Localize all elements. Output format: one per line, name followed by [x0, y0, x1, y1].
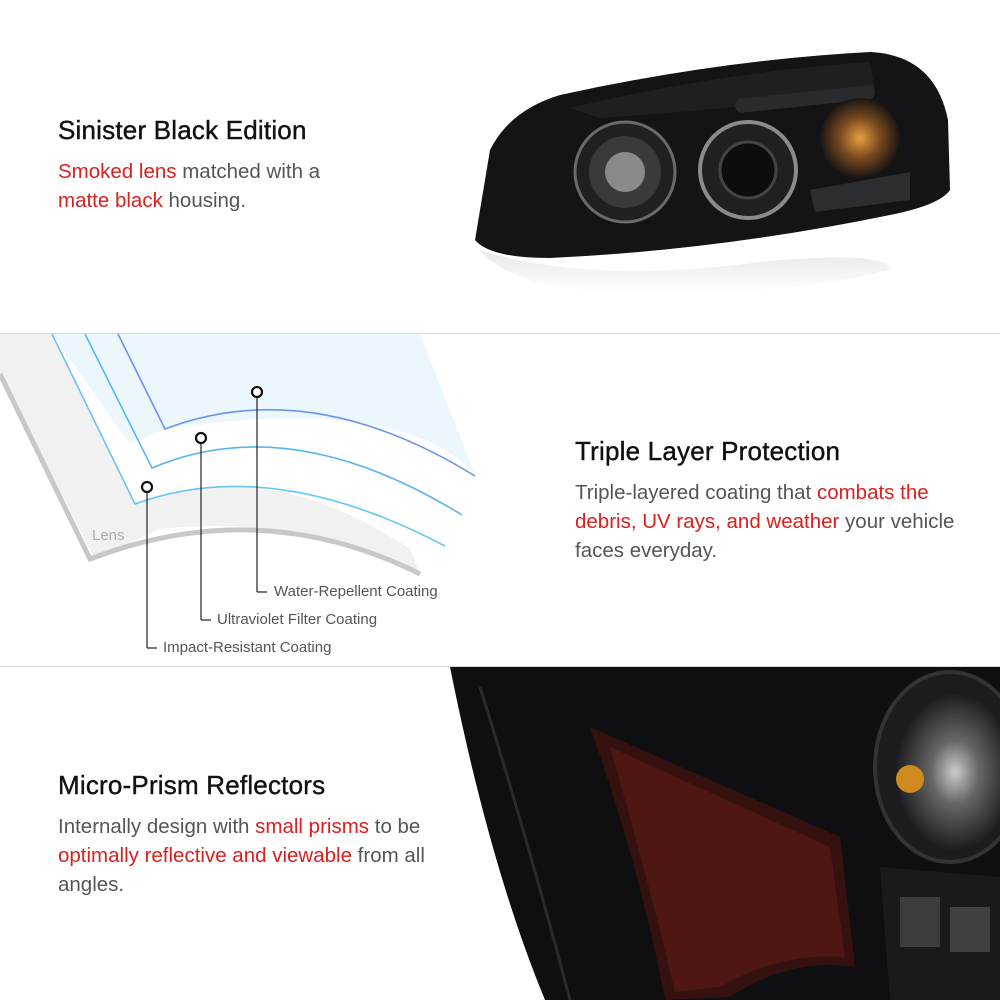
section-triple-layer: Lens Water-Repellent Coating Ultraviolet… [0, 334, 1000, 666]
coating-layers-diagram [0, 334, 476, 649]
section-description: Triple-layered coating that combats the … [575, 478, 955, 565]
reflector-closeup-image [450, 667, 1000, 1000]
section-title: Triple Layer Protection [575, 436, 841, 466]
section-description: Smoked lens matched with a matte black h… [58, 157, 358, 215]
body-text: your vehicle faces everyday. [575, 510, 955, 562]
section-divider [0, 333, 1000, 334]
headlight-image [475, 52, 950, 293]
layer-label-uv-filter: Ultraviolet Filter Coating [217, 611, 378, 628]
body-text: housing. [162, 189, 247, 212]
highlight-text: Smoked lens [58, 160, 177, 183]
section-divider [0, 666, 1000, 667]
highlight-text: optimally reflective and viewable [58, 844, 352, 867]
layer-marker [250, 385, 264, 399]
layer-marker [194, 431, 208, 445]
body-text: from all angles. [58, 844, 425, 896]
section-description: Internally design with small prisms to b… [58, 812, 428, 899]
layer-marker [140, 480, 154, 494]
layer-label-water-repellent: Water-Repellent Coating [274, 583, 438, 600]
section-sinister-black: Sinister Black Edition Smoked lens match… [0, 0, 1000, 333]
layer-label-impact-resistant: Impact-Resistant Coating [163, 639, 332, 656]
body-text: matched with a [176, 160, 321, 183]
highlight-text: combats the debris, UV rays, and weather [575, 481, 929, 533]
lens-label: Lens [92, 527, 125, 544]
section-title: Sinister Black Edition [58, 115, 307, 145]
section-micro-prism: Micro-Prism Reflectors Internally design… [0, 667, 1000, 1000]
body-text: Internally design with [58, 815, 256, 838]
section-title: Micro-Prism Reflectors [58, 770, 326, 800]
highlight-text: matte black [58, 189, 163, 212]
body-text: to be [369, 815, 421, 838]
body-text: Triple-layered coating that [575, 481, 817, 504]
highlight-text: small prisms [255, 815, 370, 838]
